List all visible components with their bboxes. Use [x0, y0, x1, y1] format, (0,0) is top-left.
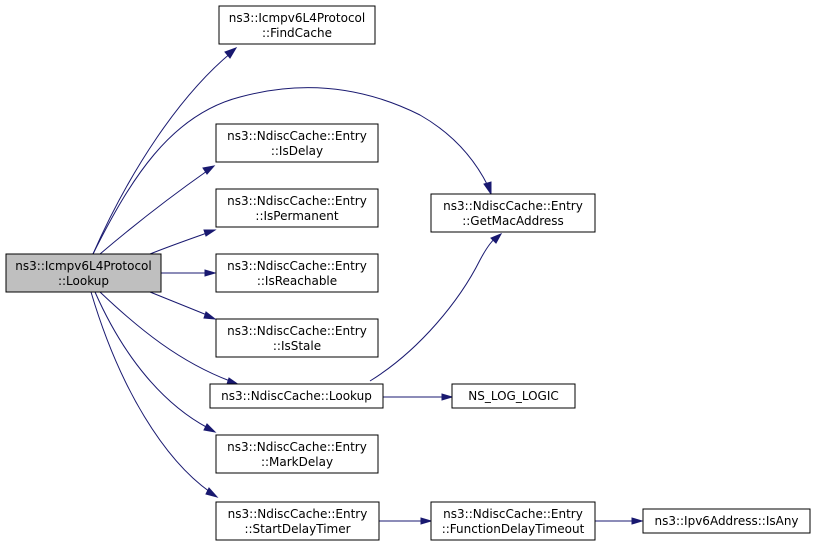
edge-root-isreachable-arrow — [204, 269, 217, 277]
edge-root-ndisclookup — [99, 291, 231, 382]
node-entry-isstale[interactable]: ns3::NdiscCache::Entry ::IsStale — [215, 318, 379, 358]
edge-root-ispermanent-arrow — [203, 229, 217, 237]
edge-root-isstale — [149, 291, 208, 316]
edges — [90, 47, 644, 525]
edge-root-findcache-arrow — [224, 47, 238, 59]
edge-ndisclookup-getmacaddress — [369, 235, 498, 382]
node-ipv6address-isany-box — [642, 508, 811, 534]
node-label-line1: ns3::Icmpv6L4Protocol — [15, 259, 151, 273]
edge-root-markdelay-arrow — [203, 423, 217, 433]
node-icmpv6-findcache[interactable]: ns3::Icmpv6L4Protocol ::FindCache — [218, 5, 376, 45]
node-label-line1: ns3::NdiscCache::Entry — [227, 194, 367, 208]
edge-root-markdelay — [94, 291, 209, 429]
node-label-line2: ::FunctionDelayTimeout — [442, 522, 585, 536]
edge-root-isstale-arrow — [203, 311, 217, 320]
edge-startdelaytimer-functiondelaytimeout-arrow — [420, 517, 433, 525]
node-entry-startdelaytimer-box — [215, 501, 380, 541]
edge-root-getmacaddress-arrow — [483, 181, 492, 196]
node-label-line1: ns3::NdiscCache::Entry — [228, 507, 368, 521]
node-label-line2: ::GetMacAddress — [462, 214, 564, 228]
node-icmpv6-lookup[interactable]: ns3::Icmpv6L4Protocol ::Lookup — [5, 253, 162, 293]
edge-root-isdelay-arrow — [202, 165, 216, 175]
node-label-line2: ::IsStale — [273, 339, 321, 353]
edge-ndisclookup-getmacaddress-arrow — [490, 233, 503, 244]
edge-functiondelaytimeout-isany-arrow — [631, 517, 644, 525]
node-label-line2: ::StartDelayTimer — [244, 522, 350, 536]
node-icmpv6-lookup-box — [5, 253, 162, 293]
node-label-line1: NS_LOG_LOGIC — [468, 389, 559, 403]
node-label-line2: ::FindCache — [262, 26, 332, 40]
node-label-line2: ::IsPermanent — [255, 209, 338, 223]
node-entry-ispermanent-box — [215, 188, 379, 228]
edge-root-startdelaytimer — [90, 291, 211, 493]
node-ns-log-logic[interactable]: NS_LOG_LOGIC — [451, 383, 576, 409]
node-entry-functiondelaytimeout-box — [430, 501, 596, 541]
edge-root-isdelay — [99, 170, 208, 255]
nodes: ns3::Icmpv6L4Protocol ::Lookup ns3::Icmp… — [5, 5, 811, 541]
node-entry-ispermanent[interactable]: ns3::NdiscCache::Entry ::IsPermanent — [215, 188, 379, 228]
node-entry-isdelay-box — [215, 123, 379, 163]
node-label-line1: ns3::NdiscCache::Entry — [443, 507, 583, 521]
node-entry-markdelay[interactable]: ns3::NdiscCache::Entry ::MarkDelay — [215, 434, 379, 474]
node-entry-isdelay[interactable]: ns3::NdiscCache::Entry ::IsDelay — [215, 123, 379, 163]
node-entry-getmacaddress-box — [430, 193, 596, 233]
node-label-line1: ns3::NdiscCache::Entry — [227, 440, 367, 454]
node-ndisccache-lookup-box — [209, 383, 384, 409]
node-entry-markdelay-box — [215, 434, 379, 474]
node-entry-isreachable[interactable]: ns3::NdiscCache::Entry ::IsReachable — [215, 253, 379, 293]
node-ndisccache-lookup[interactable]: ns3::NdiscCache::Lookup — [209, 383, 384, 409]
node-entry-isstale-box — [215, 318, 379, 358]
node-icmpv6-findcache-box — [218, 5, 376, 45]
node-label-line1: ns3::Icmpv6L4Protocol — [229, 11, 365, 25]
node-label-line2: ::MarkDelay — [261, 455, 333, 469]
node-entry-isreachable-box — [215, 253, 379, 293]
node-entry-functiondelaytimeout[interactable]: ns3::NdiscCache::Entry ::FunctionDelayTi… — [430, 501, 596, 541]
node-entry-getmacaddress[interactable]: ns3::NdiscCache::Entry ::GetMacAddress — [430, 193, 596, 233]
edge-root-ispermanent — [149, 232, 208, 255]
edge-root-startdelaytimer-arrow — [205, 487, 219, 498]
edge-ndisclookup-nsloglogic-arrow — [441, 393, 454, 401]
node-label-line2: ::IsReachable — [257, 274, 337, 288]
node-label-line1: ns3::NdiscCache::Entry — [227, 324, 367, 338]
node-ns-log-logic-box — [451, 383, 576, 409]
node-ipv6address-isany[interactable]: ns3::Ipv6Address::IsAny — [642, 508, 811, 534]
edge-root-findcache — [92, 51, 233, 255]
node-label-line1: ns3::NdiscCache::Lookup — [221, 389, 372, 403]
node-label-line2: ::IsDelay — [271, 144, 323, 158]
node-label-line1: ns3::NdiscCache::Entry — [227, 259, 367, 273]
node-label-line1: ns3::NdiscCache::Entry — [443, 199, 583, 213]
node-label-line1: ns3::NdiscCache::Entry — [227, 129, 367, 143]
node-entry-startdelaytimer[interactable]: ns3::NdiscCache::Entry ::StartDelayTimer — [215, 501, 380, 541]
edge-root-getmacaddress — [92, 87, 489, 255]
node-label-line1: ns3::Ipv6Address::IsAny — [654, 514, 798, 528]
node-label-line2: ::Lookup — [58, 274, 109, 288]
